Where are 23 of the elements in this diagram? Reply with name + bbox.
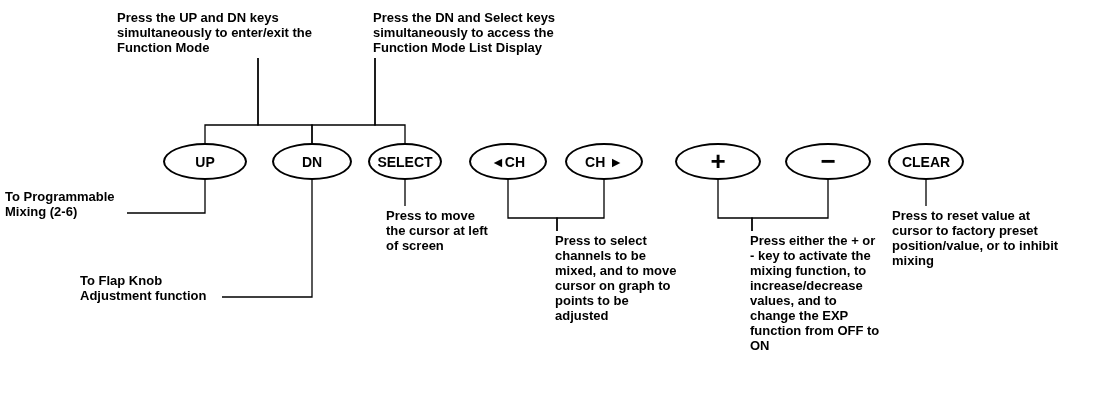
callout-text: Press to select channels to be mixed, and to move cursor on graph to points to be adjusted (555, 233, 680, 323)
leader-line (374, 57, 406, 144)
callout-text: Press to move the cursor at left of screen (386, 208, 491, 253)
callout-text: To Programmable Mixing (2-6) (5, 189, 125, 219)
key-oval: SELECT (368, 143, 442, 180)
leader-line (221, 179, 313, 298)
key-oval: ◄CH (469, 143, 547, 180)
callout-text: To Flap Knob Adjustment function (80, 273, 220, 303)
leader-line (404, 179, 406, 207)
leader-line (925, 179, 927, 207)
callout-text: Press the DN and Select keys simultaneously to access the Function Mode List Display (373, 10, 573, 55)
key-oval: + (675, 143, 761, 180)
key-oval: UP (163, 143, 247, 180)
key-oval: CLEAR (888, 143, 964, 180)
callout-text: Press to reset value at cursor to factory preset position/value, or to inhibit mixing (892, 208, 1067, 268)
leader-line (126, 179, 206, 214)
key-oval: DN (272, 143, 352, 180)
callout-text: Press the UP and DN keys simultaneously to enter/exit the Function Mode (117, 10, 322, 55)
key-oval: − (785, 143, 871, 180)
key-oval: CH ► (565, 143, 643, 180)
leader-line (556, 179, 605, 232)
leader-line (751, 179, 829, 232)
callout-text: Press either the + or - key to activate the mixing function, to increase/decrease values, and to change the EXP function from OFF to ON (750, 233, 880, 353)
